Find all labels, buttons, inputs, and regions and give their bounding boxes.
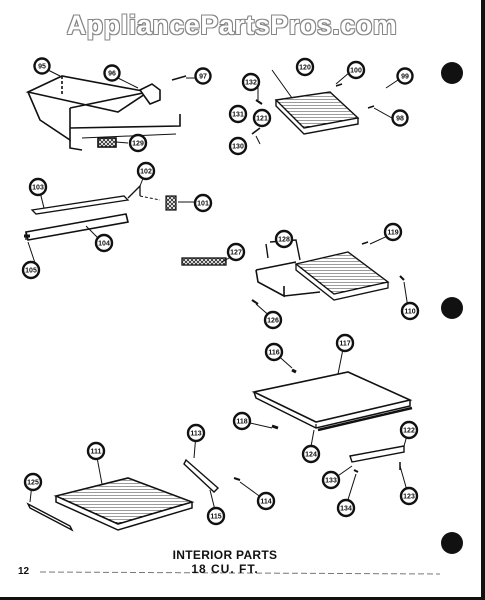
svg-text:121: 121 [256,116,268,123]
svg-text:100: 100 [350,68,362,75]
svg-text:126: 126 [267,318,279,325]
callout-124: 124 [301,444,321,464]
callout-119: 119 [383,222,403,242]
wire-shelf-with-support [181,239,405,305]
svg-text:114: 114 [260,499,271,506]
callout-129: 129 [128,133,148,153]
svg-text:105: 105 [25,268,37,275]
callout-117: 117 [335,333,355,353]
callout-122: 122 [399,420,419,440]
glass-shelf-assembly [251,368,413,473]
svg-text:131: 131 [232,112,244,119]
callout-118: 118 [232,411,252,431]
callout-115: 115 [206,506,226,526]
svg-text:127: 127 [230,250,242,257]
callout-110: 110 [400,301,420,321]
callout-133: 133 [321,470,341,490]
callout-111: 111 [86,441,106,461]
callout-123: 123 [399,486,419,506]
svg-text:98: 98 [396,116,404,123]
svg-text:130: 130 [232,144,244,151]
svg-text:103: 103 [32,185,44,192]
callout-126: 126 [263,310,283,330]
callout-116: 116 [264,342,284,362]
svg-text:118: 118 [236,419,247,426]
svg-text:113: 113 [190,431,201,438]
callout-132: 132 [241,72,261,92]
watermark: AppliancePartsPros.com [66,10,398,40]
svg-text:120: 120 [299,65,311,72]
svg-text:116: 116 [268,350,279,357]
svg-text:122: 122 [403,428,415,435]
svg-text:102: 102 [140,169,152,176]
page-number: 12 [18,566,30,577]
callout-121: 121 [252,108,272,128]
callout-125: 125 [23,472,43,492]
callout-114: 114 [256,491,276,511]
caption-subtitle: 18 CU. FT. [191,562,259,576]
callout-113: 113 [186,423,206,443]
callout-130: 130 [228,136,248,156]
small-wire-shelf [251,83,375,135]
callout-120: 120 [295,57,315,77]
svg-text:129: 129 [132,141,144,148]
callout-131: 131 [228,104,248,124]
punch-hole-middle [441,297,463,319]
svg-text:104: 104 [98,241,110,248]
shelf-rail-assembly [24,184,177,241]
svg-text:119: 119 [387,230,398,237]
callout-105: 105 [21,260,41,280]
crisper-cover-assembly [25,75,187,151]
callout-127: 127 [226,242,246,262]
callout-96: 96 [103,64,121,82]
svg-text:133: 133 [325,478,337,485]
svg-text:110: 110 [404,309,415,316]
svg-text:128: 128 [278,237,290,244]
svg-text:124: 124 [305,452,317,459]
svg-text:115: 115 [210,514,221,521]
svg-text:134: 134 [340,506,352,513]
scan-edge-line [39,571,441,575]
svg-text:123: 123 [403,494,415,501]
svg-text:111: 111 [91,449,102,456]
svg-text:101: 101 [197,201,209,208]
svg-text:97: 97 [199,74,207,81]
callout-102: 102 [136,161,156,181]
callout-95: 95 [33,57,51,75]
svg-text:99: 99 [401,74,409,81]
callout-104: 104 [94,233,114,253]
callout-99: 99 [396,67,414,85]
callout-100: 100 [346,60,366,80]
svg-text:96: 96 [108,71,116,78]
callout-128: 128 [274,229,294,249]
callout-97: 97 [194,67,212,85]
punch-hole-bottom [441,532,463,554]
svg-text:125: 125 [27,480,39,487]
svg-text:117: 117 [339,341,350,348]
callout-101: 101 [193,193,213,213]
caption-title: INTERIOR PARTS [172,548,278,562]
svg-text:95: 95 [38,64,46,71]
callout-98: 98 [391,109,409,127]
callout-103: 103 [28,177,48,197]
crisper-tray-assembly [26,458,241,532]
callout-134: 134 [336,498,356,518]
punch-hole-top [441,62,463,84]
svg-text:132: 132 [245,80,257,87]
